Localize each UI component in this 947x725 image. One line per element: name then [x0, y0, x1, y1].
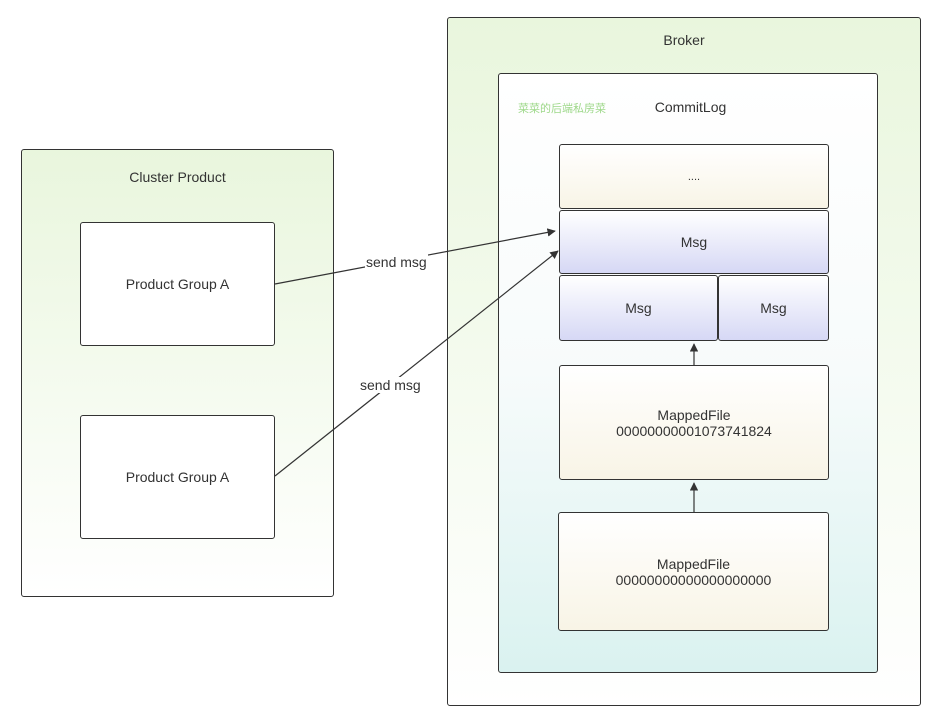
msg-block-top-label: Msg	[680, 234, 708, 250]
mapped-file-2-name: MappedFile	[656, 555, 731, 572]
product-group-a-1[interactable]: Product Group A	[80, 222, 275, 346]
product-group-a-1-label: Product Group A	[125, 276, 230, 292]
msg-block-left-label: Msg	[625, 300, 652, 316]
mapped-file-1-offset: 00000000001073741824	[616, 422, 772, 439]
msg-block-right[interactable]: Msg	[718, 275, 829, 341]
ellipsis-label: ....	[687, 170, 701, 183]
send-msg-label-2: send msg	[359, 377, 422, 393]
watermark-text: 菜菜的后端私房菜	[518, 103, 606, 115]
product-group-a-2-label: Product Group A	[125, 469, 230, 485]
mapped-file-1[interactable]: MappedFile 00000000001073741824	[559, 365, 829, 480]
mapped-file-1-name: MappedFile	[657, 406, 731, 423]
msg-block-top[interactable]: Msg	[559, 210, 829, 274]
msg-block-right-label: Msg	[760, 300, 787, 316]
msg-block-left[interactable]: Msg	[559, 275, 718, 341]
commitlog-title: CommitLog	[654, 99, 727, 115]
product-group-a-2[interactable]: Product Group A	[80, 415, 275, 539]
cluster-product-title: Cluster Product	[129, 169, 226, 185]
mapped-file-2[interactable]: MappedFile 00000000000000000000	[558, 512, 829, 631]
commitlog-ellipsis-block: ....	[559, 144, 829, 209]
send-msg-arrow-2	[274, 250, 559, 477]
send-msg-label-1: send msg	[365, 254, 428, 270]
broker-title: Broker	[663, 32, 705, 48]
mapped-file-2-offset: 00000000000000000000	[615, 571, 772, 588]
